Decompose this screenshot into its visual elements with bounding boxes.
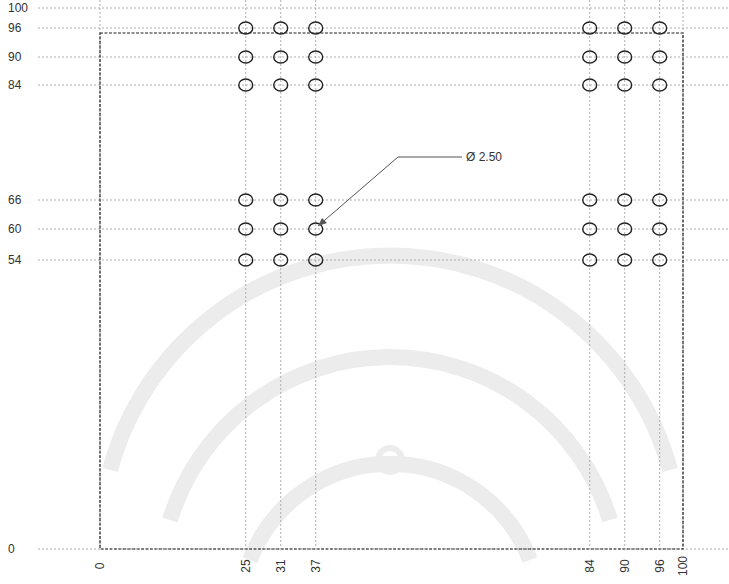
hole [239, 194, 253, 206]
hole [239, 79, 253, 91]
dimension-label: 37 [309, 559, 323, 572]
hole [274, 254, 288, 266]
dimension-label: 31 [274, 559, 288, 572]
hole [653, 223, 667, 235]
hole [653, 22, 667, 34]
grid-line [38, 229, 729, 230]
grid-line [315, 0, 316, 548]
dimension-label: 66 [8, 193, 21, 207]
hole [239, 254, 253, 266]
grid-line [245, 0, 246, 548]
grid-line [38, 28, 729, 29]
hole [583, 194, 597, 206]
hole [618, 51, 632, 63]
hole [583, 254, 597, 266]
hole [583, 223, 597, 235]
dimension-label: 100 [8, 1, 28, 15]
dimension-label: 90 [618, 559, 632, 572]
hole [618, 194, 632, 206]
hole [618, 223, 632, 235]
grid-line [38, 8, 729, 9]
hole [618, 254, 632, 266]
hole [583, 51, 597, 63]
hole [274, 194, 288, 206]
grid-line [280, 0, 281, 548]
plate-outline [100, 33, 683, 549]
hole [618, 79, 632, 91]
grid-line [624, 0, 625, 548]
hole [274, 223, 288, 235]
hole [653, 79, 667, 91]
dimension-label: 90 [8, 50, 21, 64]
hole [583, 22, 597, 34]
dimension-label: 60 [8, 222, 21, 236]
hole [618, 22, 632, 34]
hole [274, 22, 288, 34]
hole [309, 254, 323, 266]
dimension-label: 100 [676, 556, 690, 576]
hole [653, 194, 667, 206]
dimension-label: 96 [8, 21, 21, 35]
grid-line [38, 260, 729, 261]
dimension-label: 25 [239, 559, 253, 572]
watermark-emblem [110, 255, 670, 560]
dimension-label: 84 [8, 78, 21, 92]
diameter-callout: Ø 2.50 [466, 150, 502, 164]
hole [653, 254, 667, 266]
hole [239, 223, 253, 235]
dimension-label: 84 [583, 559, 597, 572]
grid-line [589, 0, 590, 548]
grid-line [38, 85, 729, 86]
leader-line [318, 157, 462, 226]
dimension-label: 54 [8, 253, 21, 267]
hole [239, 51, 253, 63]
dimension-label: 0 [93, 563, 107, 570]
hole [274, 79, 288, 91]
dimension-label: 96 [653, 559, 667, 572]
grid-lines [38, 0, 729, 549]
hole [653, 51, 667, 63]
grid-line [659, 0, 660, 548]
grid-line [38, 200, 729, 201]
hole [239, 22, 253, 34]
hole [309, 79, 323, 91]
hole [309, 194, 323, 206]
hole [583, 79, 597, 91]
hole [309, 22, 323, 34]
dimension-label: 0 [8, 542, 15, 556]
grid-line [38, 57, 729, 58]
hole [309, 51, 323, 63]
hole [274, 51, 288, 63]
holes [239, 22, 667, 266]
